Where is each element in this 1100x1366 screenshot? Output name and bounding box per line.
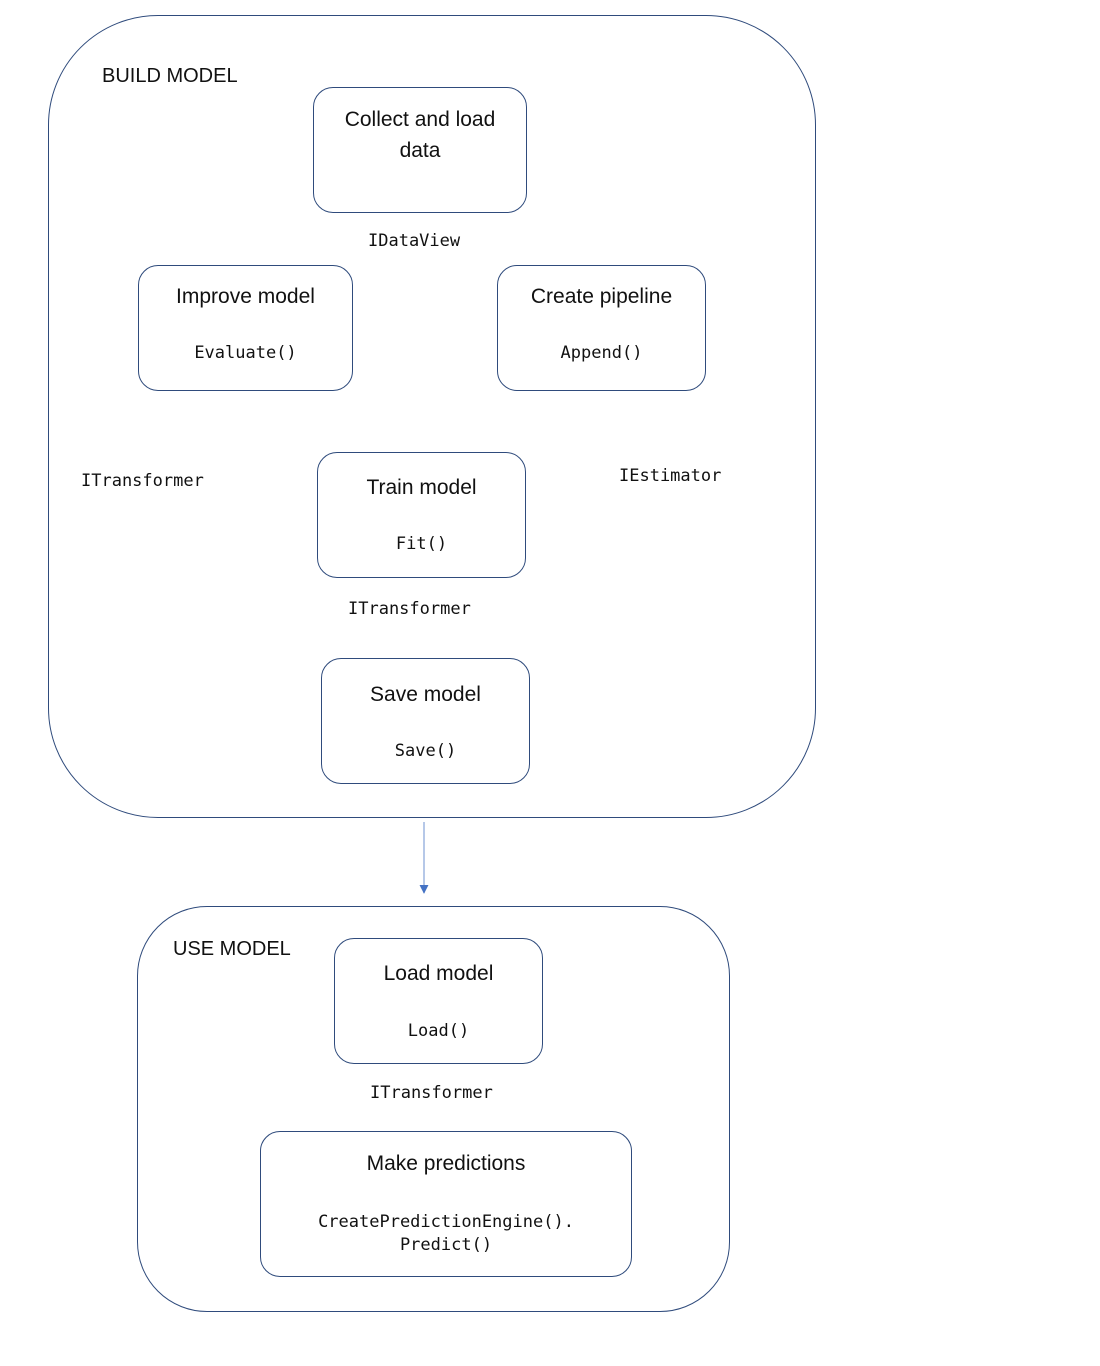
node-train-title: Train model <box>366 476 477 499</box>
edge-label-iestimator: IEstimator <box>619 466 722 486</box>
node-pipeline-title: Create pipeline <box>530 285 673 308</box>
node-collect-title: Collect and load data <box>344 108 496 162</box>
edge-label-itransformer-save: ITransformer <box>348 599 471 619</box>
edge-label-itransformer-use: ITransformer <box>370 1083 493 1103</box>
node-load-model[interactable]: Load model Load() <box>334 938 543 1064</box>
node-make-predictions[interactable]: Make predictions CreatePredictionEngine(… <box>260 1131 632 1277</box>
edge-label-idataview: IDataView <box>368 231 461 251</box>
node-save-method: Save() <box>394 741 457 761</box>
node-improve-model[interactable]: Improve model Evaluate() <box>138 265 353 391</box>
node-improve-title: Improve model <box>176 285 315 308</box>
node-collect-and-load-data[interactable]: Collect and load data <box>313 87 527 213</box>
node-train-model[interactable]: Train model Fit() <box>317 452 526 578</box>
build-model-label: BUILD MODEL <box>102 65 238 87</box>
node-improve-method: Evaluate() <box>194 343 297 363</box>
node-save-model[interactable]: Save model Save() <box>321 658 530 784</box>
node-load-title: Load model <box>383 962 494 985</box>
node-train-method: Fit() <box>395 534 448 554</box>
node-load-method: Load() <box>407 1021 470 1041</box>
node-save-title: Save model <box>370 683 481 706</box>
use-model-label: USE MODEL <box>173 938 291 960</box>
node-predict-title: Make predictions <box>366 1152 526 1175</box>
edge-label-itransformer-left: ITransformer <box>81 471 204 491</box>
node-predict-method: CreatePredictionEngine(). Predict() <box>318 1212 574 1255</box>
node-pipeline-method: Append() <box>560 343 643 363</box>
node-create-pipeline[interactable]: Create pipeline Append() <box>497 265 706 391</box>
